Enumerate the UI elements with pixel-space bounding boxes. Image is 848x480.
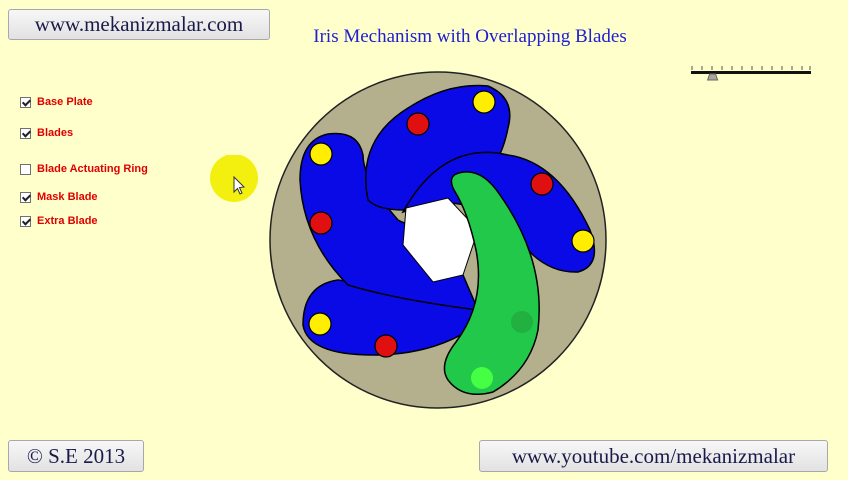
blade-actuating-ring-label: Blade Actuating Ring	[37, 163, 148, 175]
pin-yellow	[472, 90, 496, 114]
extra-blade-checkbox[interactable]	[20, 215, 31, 227]
pin-red	[530, 172, 554, 196]
extra-blade-option[interactable]: Extra Blade	[20, 214, 98, 228]
youtube-link-button[interactable]: www.youtube.com/mekanizmalar	[479, 440, 828, 472]
pin-green	[471, 367, 493, 389]
page-title: Iris Mechanism with Overlapping Blades	[313, 26, 627, 47]
copyright-label: © S.E 2013	[8, 440, 144, 472]
base-plate-option[interactable]: Base Plate	[20, 95, 93, 109]
blades-checkbox[interactable]	[20, 127, 31, 139]
blades-option[interactable]: Blades	[20, 126, 73, 140]
blades-label: Blades	[37, 127, 74, 139]
pin-yellow	[571, 229, 595, 253]
pin-yellow	[308, 312, 332, 336]
mask-blade	[443, 171, 540, 395]
iris-mechanism	[269, 71, 607, 409]
slider-ticks	[691, 66, 811, 70]
slider-thumb[interactable]	[706, 73, 719, 81]
pin-red	[309, 211, 333, 235]
mask-blade-checkbox[interactable]	[20, 191, 31, 203]
iris-aperture	[402, 197, 479, 283]
slider-track[interactable]	[691, 71, 811, 74]
cursor-highlight	[210, 154, 260, 205]
pin-green	[511, 311, 533, 333]
base-plate-checkbox[interactable]	[20, 96, 31, 108]
aperture-slider[interactable]	[690, 62, 812, 82]
base-plate-label: Base Plate	[37, 96, 93, 108]
pin-red	[374, 334, 398, 358]
pin-yellow	[309, 142, 333, 166]
pivot-pins	[308, 90, 595, 389]
pin-red	[406, 112, 430, 136]
extra-blade-label: Extra Blade	[37, 215, 98, 227]
mouse-pointer-icon	[233, 175, 246, 195]
mask-blade-option[interactable]: Mask Blade	[20, 190, 98, 204]
blade-actuating-ring-option[interactable]: Blade Actuating Ring	[20, 162, 148, 176]
mekanizmalar-link-button[interactable]: www.mekanizmalar.com	[8, 9, 270, 40]
blade-actuating-ring-checkbox[interactable]	[20, 163, 31, 175]
mask-blade-label: Mask Blade	[37, 191, 98, 203]
